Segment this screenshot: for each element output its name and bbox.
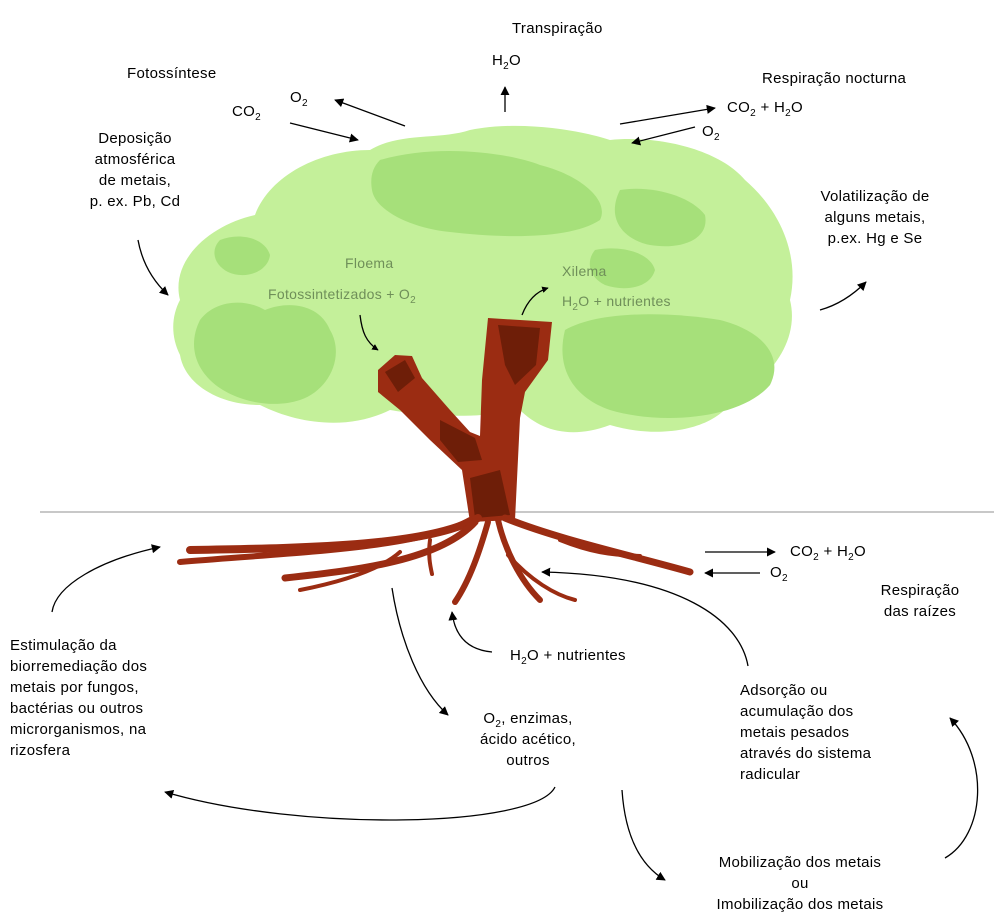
label-fotossintese: Fotossíntese [127, 63, 216, 84]
label-rr-co2-h2o: CO2 + H2O [790, 541, 866, 562]
label-soil-h2o-nutrientes: H2O + nutrientes [510, 645, 626, 666]
label-respiracao-nocturna: Respiração nocturna [762, 68, 906, 89]
label-volatilizacao: Volatilização de alguns metais, p.ex. Hg… [775, 186, 975, 249]
arrow-mobil-to-adsorc [945, 718, 978, 858]
label-xilema: Xilema [562, 261, 607, 282]
arrow-estimulacao-loop [165, 787, 555, 820]
label-rn-co2-h2o: CO2 + H2O [727, 97, 803, 118]
label-exudatos: O2, enzimas, ácido acético, outros [458, 708, 598, 771]
arrow-fot-co2 [290, 123, 358, 140]
label-rn-o2: O2 [702, 121, 720, 142]
arrow-volatilizacao [820, 282, 866, 310]
label-fotossintese-co2: CO2 [232, 101, 261, 122]
label-floema: Floema [345, 253, 393, 274]
label-adsorcao: Adsorção ou acumulação dos metais pesado… [740, 680, 871, 785]
label-rr-o2: O2 [770, 562, 788, 583]
label-fotossintetizados: Fotossintetizados + O2 [268, 284, 416, 305]
arrow-rn-co2 [620, 108, 715, 124]
arrow-soil-nutrients [452, 612, 492, 652]
tree-roots [180, 518, 690, 602]
arrow-deposicao [138, 240, 168, 295]
arrow-rn-o2 [632, 127, 695, 143]
label-estimulacao: Estimulação da biorremediação dos metais… [10, 635, 147, 761]
arrow-fot-o2 [335, 100, 405, 126]
label-deposicao: Deposição atmosférica de metais, p. ex. … [55, 128, 215, 212]
label-xilema-h2o: H2O + nutrientes [562, 291, 671, 312]
label-transpiracao-h2o: H2O [492, 50, 521, 71]
label-transpiracao: Transpiração [512, 18, 603, 39]
arrow-estimulacao-up [52, 547, 160, 612]
arrow-exudates [392, 588, 448, 715]
canopy-shade-3 [562, 314, 774, 418]
label-respiracao-raizes: Respiração das raízes [850, 580, 990, 622]
label-mobilizacao: Mobilização dos metais ou Imobilização d… [655, 852, 945, 915]
label-fotossintese-o2: O2 [290, 87, 308, 108]
